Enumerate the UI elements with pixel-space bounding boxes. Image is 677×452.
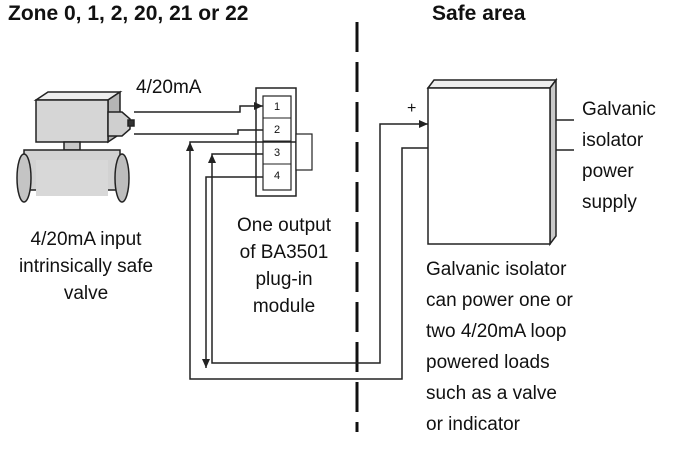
valve-to-module-wires — [134, 105, 263, 135]
valve-icon — [16, 90, 135, 203]
isolator-caption-line: powered loads — [426, 352, 550, 373]
valve-caption-line: 4/20mA input — [30, 229, 142, 250]
module-caption-line: of BA3501 — [239, 242, 329, 263]
isolator-caption-line: or indicator — [426, 414, 520, 435]
terminal-2-label: 2 — [274, 124, 281, 136]
signal-label: 4/20mA — [136, 77, 202, 98]
valve-caption: 4/20mA input intrinsically safe valve — [0, 226, 172, 307]
plus-sign: + — [407, 100, 417, 117]
supply-caption-line: Galvanic — [582, 99, 656, 120]
zone-heading: Zone 0, 1, 2, 20, 21 or 22 — [8, 2, 249, 25]
galvanic-isolator-box — [426, 77, 558, 247]
isolator-caption-line: Galvanic isolator — [426, 259, 567, 280]
isolator-caption-line: two 4/20mA loop — [426, 321, 567, 342]
loop-wires — [189, 123, 428, 380]
supply-caption-line: supply — [582, 192, 637, 213]
supply-caption: Galvanic isolator power supply — [582, 94, 656, 218]
valve-caption-line: intrinsically safe — [18, 256, 154, 277]
module-caption-line: One output — [236, 215, 332, 236]
terminal-3-label: 3 — [274, 147, 281, 159]
isolator-caption-line: such as a valve — [426, 383, 557, 404]
safe-area-heading: Safe area — [432, 2, 526, 25]
supply-caption-line: power — [582, 161, 634, 182]
module-caption-line: plug-in — [255, 269, 313, 290]
module-caption-line: module — [252, 296, 316, 317]
module-caption: One output of BA3501 plug-in module — [214, 212, 354, 320]
terminal-1-label: 1 — [274, 101, 281, 113]
supply-caption-line: isolator — [582, 130, 644, 151]
terminal-4-label: 4 — [274, 170, 281, 182]
isolator-caption: Galvanic isolator can power one or two 4… — [426, 254, 573, 440]
isolator-caption-line: can power one or — [426, 290, 573, 311]
valve-caption-line: valve — [63, 283, 109, 304]
current-arrows — [186, 102, 428, 368]
